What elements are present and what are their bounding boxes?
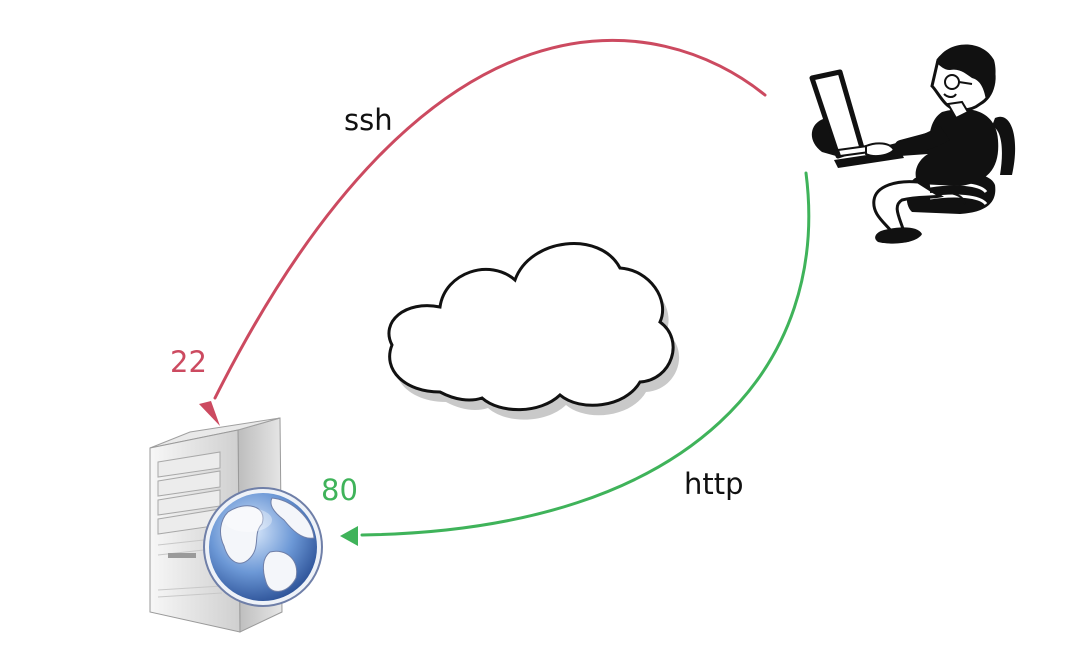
web-server-icon bbox=[149, 417, 323, 633]
http-arrowhead bbox=[340, 526, 358, 546]
person-at-computer-icon bbox=[809, 44, 1016, 244]
http-port-label: 80 bbox=[321, 473, 358, 507]
ssh-protocol-label: ssh bbox=[344, 103, 393, 137]
cloud-icon bbox=[387, 242, 680, 420]
ssh-port-label: 22 bbox=[170, 345, 207, 379]
ssh-connection-arrow bbox=[213, 39, 767, 400]
http-connection-arrow bbox=[360, 171, 811, 537]
ssh-arrowhead bbox=[199, 401, 220, 426]
http-protocol-label: http bbox=[684, 467, 744, 501]
